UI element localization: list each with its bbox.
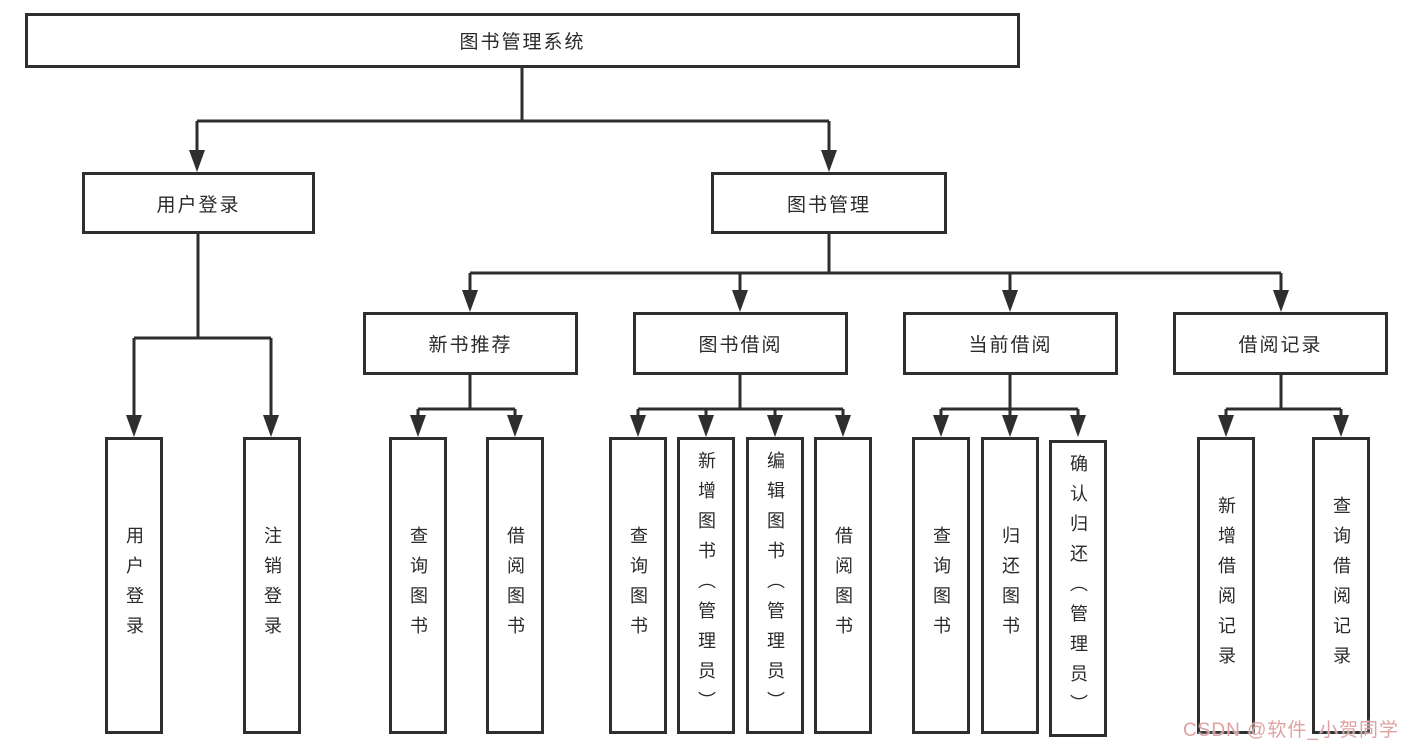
leaf-borrow-books-recommend: 借阅图书 [486, 437, 544, 734]
node-label: 查询图书 [931, 525, 951, 646]
node-label: 查询借阅记录 [1331, 495, 1351, 676]
leaf-confirm-return-admin: 确认归还（管理员） [1049, 440, 1107, 737]
leaf-return-books: 归还图书 [981, 437, 1039, 734]
leaf-logout: 注销登录 [243, 437, 301, 734]
arrowhead-icons [126, 150, 1349, 437]
node-label: 新增借阅记录 [1216, 495, 1236, 676]
node-label: 归还图书 [1000, 525, 1020, 646]
leaf-add-books-admin: 新增图书（管理员） [677, 437, 735, 734]
node-book-borrow: 图书借阅 [633, 312, 848, 375]
node-label: 借阅图书 [833, 525, 853, 646]
node-borrow-records: 借阅记录 [1173, 312, 1388, 375]
node-new-book-recommend: 新书推荐 [363, 312, 578, 375]
node-label: 当前借阅 [968, 335, 1053, 356]
node-label: 编辑图书（管理员） [765, 450, 785, 721]
leaf-query-books-recommend: 查询图书 [389, 437, 447, 734]
node-label: 注销登录 [262, 525, 282, 646]
node-label: 借阅图书 [505, 525, 525, 646]
csdn-watermark: CSDN @软件_小贺同学 [1183, 720, 1399, 741]
node-label: 图书管理系统 [459, 32, 586, 53]
node-current-borrow: 当前借阅 [903, 312, 1118, 375]
leaf-query-books-current: 查询图书 [912, 437, 970, 734]
node-label: 新增图书（管理员） [696, 450, 716, 721]
node-label: 用户登录 [124, 525, 144, 646]
node-label: 图书管理 [786, 194, 871, 216]
leaf-add-borrow-record: 新增借阅记录 [1197, 437, 1255, 734]
leaf-edit-books-admin: 编辑图书（管理员） [746, 437, 804, 734]
node-label: 借阅记录 [1238, 335, 1323, 356]
node-library-system-root: 图书管理系统 [25, 13, 1020, 68]
node-label: 新书推荐 [428, 335, 513, 356]
leaf-query-borrow-record: 查询借阅记录 [1312, 437, 1370, 734]
node-label: 图书借阅 [698, 335, 783, 356]
leaf-user-login: 用户登录 [105, 437, 163, 734]
node-label: 查询图书 [628, 525, 648, 646]
leaf-query-books-borrow: 查询图书 [609, 437, 667, 734]
node-user-login: 用户登录 [82, 172, 315, 234]
leaf-borrow-books: 借阅图书 [814, 437, 872, 734]
node-label: 确认归还（管理员） [1068, 453, 1088, 724]
node-label: 用户登录 [156, 194, 241, 216]
node-label: 查询图书 [408, 525, 428, 646]
node-book-management: 图书管理 [711, 172, 947, 234]
